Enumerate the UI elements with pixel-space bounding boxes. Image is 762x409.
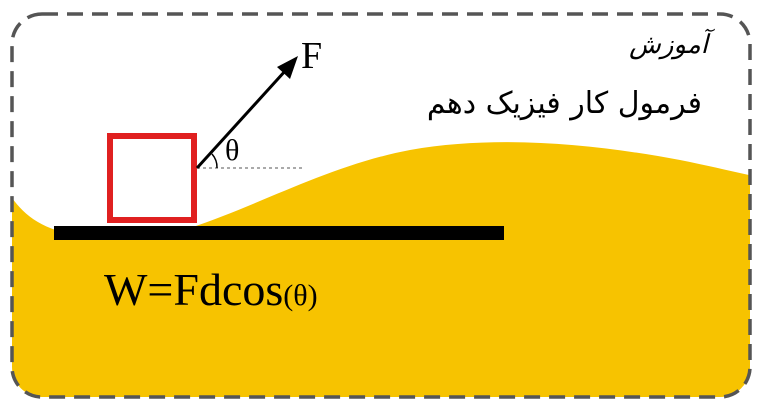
brand-label: آموزش bbox=[629, 30, 708, 60]
work-formula: W=Fdcos(θ) bbox=[104, 263, 318, 316]
page-title: فرمول کار فیزیک دهم bbox=[426, 86, 702, 121]
ground-surface bbox=[54, 226, 504, 240]
formula-main: W=Fdcos bbox=[104, 264, 284, 315]
force-label: F bbox=[301, 35, 323, 77]
force-arrowhead bbox=[277, 56, 298, 79]
block-box bbox=[107, 133, 197, 223]
background-group bbox=[12, 142, 750, 397]
force-vector bbox=[195, 68, 288, 170]
formula-argument: (θ) bbox=[283, 279, 318, 312]
angle-arc bbox=[211, 153, 218, 169]
yellow-hill bbox=[12, 142, 750, 397]
card-border bbox=[10, 12, 752, 399]
angle-label: θ bbox=[225, 134, 240, 167]
